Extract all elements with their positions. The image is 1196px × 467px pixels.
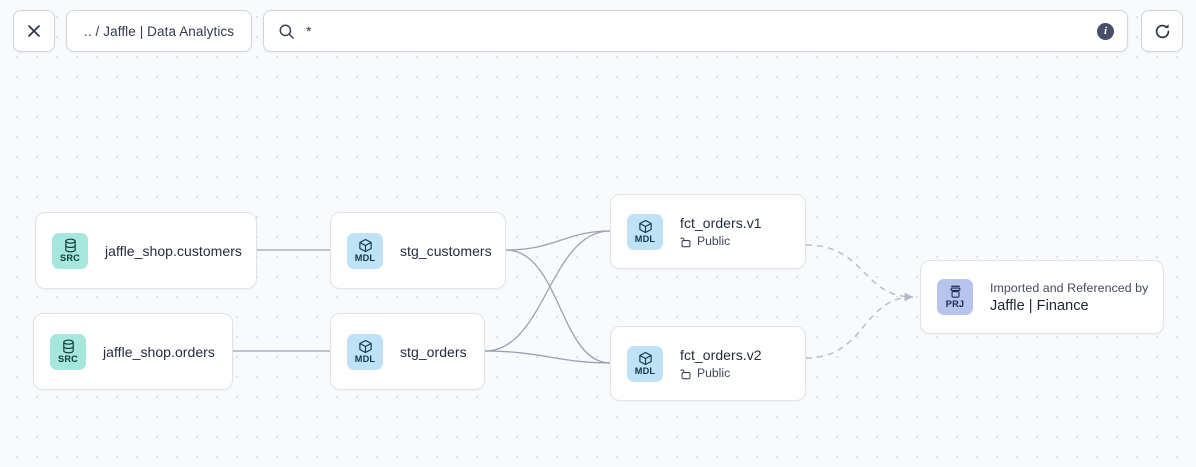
cube-icon	[638, 219, 652, 233]
unlock-icon	[680, 237, 691, 247]
breadcrumb-label: .. / Jaffle | Data Analytics	[84, 23, 235, 39]
badge-prj: PRJ	[937, 279, 973, 315]
database-icon	[64, 238, 76, 253]
badge-mdl: MDL	[347, 232, 383, 269]
node-body: jaffle_shop.customers	[105, 242, 242, 259]
close-icon	[28, 25, 40, 37]
node-fct-orders-v2[interactable]: MDL fct_orders.v2 Public	[610, 326, 806, 401]
node-body: fct_orders.v2 Public	[680, 347, 762, 380]
node-body: Imported and Referenced by Jaffle | Fina…	[990, 280, 1149, 314]
visibility-badge: Public	[680, 234, 762, 248]
edge-v2-to-project	[805, 292, 914, 359]
toolbar: .. / Jaffle | Data Analytics i	[0, 0, 1196, 62]
badge-src-label: SRC	[58, 353, 78, 364]
node-project-jaffle-finance[interactable]: PRJ Imported and Referenced by Jaffle | …	[920, 260, 1164, 334]
edge-stg-customers-to-v1	[505, 230, 611, 251]
badge-mdl-label: MDL	[634, 233, 656, 244]
node-fct-orders-v1[interactable]: MDL fct_orders.v1 Public	[610, 194, 806, 269]
badge-prj-label: PRJ	[945, 299, 965, 310]
project-icon	[950, 286, 960, 299]
badge-mdl: MDL	[627, 213, 663, 250]
node-title: jaffle_shop.customers	[105, 242, 242, 259]
node-src-orders[interactable]: SRC jaffle_shop.orders	[33, 313, 233, 390]
node-title: stg_orders	[400, 343, 467, 360]
edge-stg-customers-to-v2	[505, 249, 611, 364]
refresh-button[interactable]	[1141, 10, 1183, 52]
close-button[interactable]	[13, 10, 55, 52]
breadcrumb[interactable]: .. / Jaffle | Data Analytics	[66, 10, 253, 52]
project-relationship-label: Imported and Referenced by	[990, 280, 1149, 295]
badge-mdl-label: MDL	[634, 365, 656, 376]
node-body: stg_orders	[400, 344, 467, 360]
node-body: stg_customers	[400, 242, 492, 259]
node-title: fct_orders.v1	[680, 215, 762, 231]
cube-icon	[358, 339, 372, 353]
edge-v1-to-project	[805, 244, 914, 302]
info-icon[interactable]: i	[1097, 22, 1114, 40]
node-src-customers[interactable]: SRC jaffle_shop.customers	[35, 212, 257, 289]
refresh-icon	[1155, 23, 1169, 38]
badge-mdl-label: MDL	[354, 252, 376, 263]
node-stg-orders[interactable]: MDL stg_orders	[330, 313, 485, 390]
badge-src: SRC	[50, 333, 86, 370]
visibility-label: Public	[697, 234, 731, 248]
node-stg-customers[interactable]: MDL stg_customers	[330, 212, 506, 289]
badge-src: SRC	[52, 232, 88, 269]
edge-stg-orders-to-v2	[484, 350, 611, 364]
project-name: Jaffle | Finance	[990, 297, 1089, 314]
node-title: stg_customers	[400, 242, 492, 259]
node-body: jaffle_shop.orders	[103, 344, 215, 360]
node-body: fct_orders.v1 Public	[680, 215, 762, 248]
database-icon	[62, 339, 74, 354]
badge-mdl: MDL	[627, 345, 663, 382]
unlock-icon	[680, 369, 691, 379]
badge-src-label: SRC	[60, 252, 80, 263]
cube-icon	[358, 238, 372, 252]
visibility-badge: Public	[680, 366, 762, 380]
badge-mdl: MDL	[347, 333, 383, 370]
visibility-label: Public	[697, 366, 731, 380]
search-icon	[279, 24, 295, 39]
node-title: jaffle_shop.orders	[103, 343, 215, 360]
node-title: fct_orders.v2	[680, 347, 762, 363]
badge-mdl-label: MDL	[354, 353, 376, 364]
cube-icon	[638, 351, 652, 365]
search-bar[interactable]: i	[263, 10, 1128, 52]
edge-stg-orders-to-v1	[484, 230, 611, 352]
search-input[interactable]	[306, 23, 1086, 39]
